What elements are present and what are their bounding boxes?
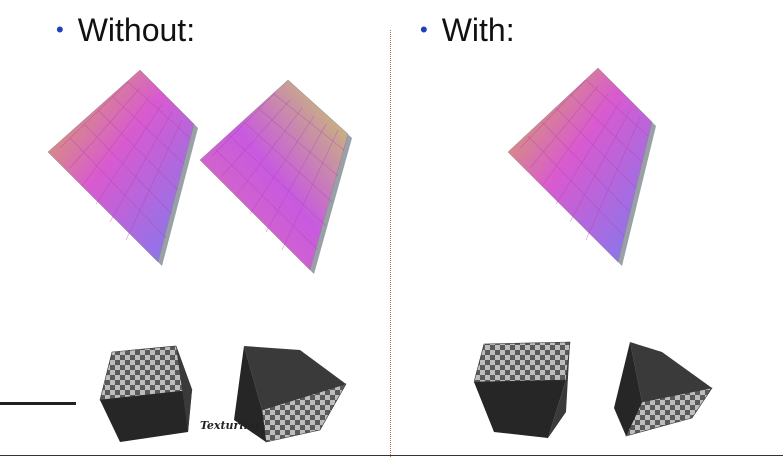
with-heading: • With: xyxy=(420,14,515,46)
bottom-border xyxy=(0,455,783,456)
textured-quad-without-2 xyxy=(199,79,352,274)
footer-rule xyxy=(0,402,76,405)
with-label: With: xyxy=(441,12,515,48)
footer-caption: Texturing xyxy=(200,419,260,432)
column-divider xyxy=(390,30,391,457)
without-label: Without: xyxy=(77,12,196,48)
without-heading: • Without: xyxy=(56,14,195,46)
textured-quad-without-1 xyxy=(47,69,198,266)
checker-cube-with-1 xyxy=(473,341,571,438)
bullet-icon: • xyxy=(420,17,428,42)
bullet-icon: • xyxy=(56,17,64,42)
textured-quad-with xyxy=(507,67,656,266)
checker-cube-without-2 xyxy=(234,346,347,443)
checker-cube-with-2 xyxy=(614,342,713,437)
checker-cube-without-1 xyxy=(99,345,193,442)
